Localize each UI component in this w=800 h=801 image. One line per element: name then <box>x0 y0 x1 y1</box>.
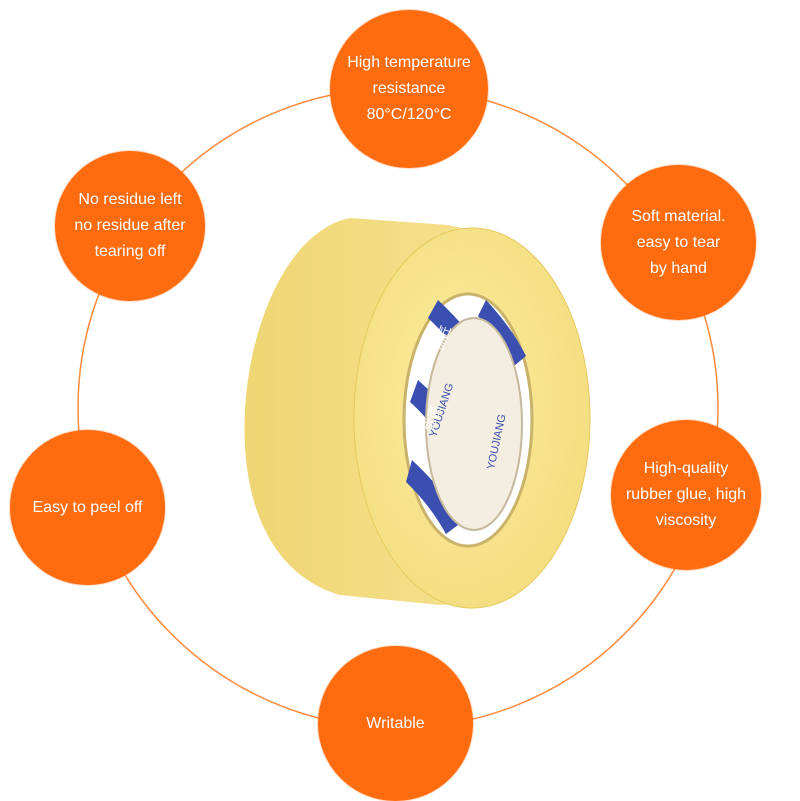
feature-text-heat-resistance: High temperature resistance 80°C/120°C <box>347 54 471 123</box>
core-print-band-3 <box>406 460 462 534</box>
core-inner <box>425 317 523 531</box>
feature-badge-heat-resistance: High temperature resistance 80°C/120°C <box>330 10 488 168</box>
feature-badge-no-residue: No residue left no residue after tearing… <box>55 151 205 301</box>
tape-roll: YOUJIANG YOUJIANG 优匠 优匠 <box>244 218 591 609</box>
feature-text-no-residue: No residue left no residue after tearing… <box>74 191 186 260</box>
tape-roll-face-edge <box>353 227 591 609</box>
feature-text-easy-tear: Soft material. easy to tear by hand <box>631 207 726 277</box>
feature-badge-easy-tear: Soft material. easy to tear by hand <box>601 165 756 320</box>
core-print-band-4 <box>478 300 526 366</box>
feature-badge-rubber-glue: High-quality rubber glue, high viscosity <box>611 420 761 570</box>
feature-text-rubber-glue: High-quality rubber glue, high viscosity <box>625 460 747 529</box>
feature-badge-easy-peel: Easy to peel off <box>10 430 165 585</box>
feature-text-writable: Writable <box>366 714 425 732</box>
feature-badge-writable: Writable <box>318 646 473 801</box>
feature-text-easy-peel: Easy to peel off <box>32 498 143 516</box>
tape-core: YOUJIANG YOUJIANG 优匠 优匠 <box>402 292 534 548</box>
